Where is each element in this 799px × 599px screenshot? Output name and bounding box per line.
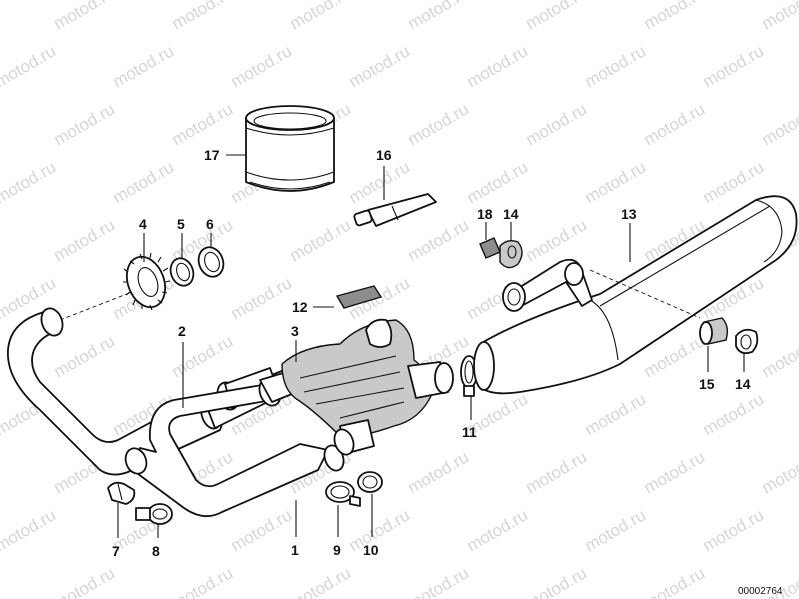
part-8-clip <box>107 481 136 505</box>
callout-11: 11 <box>462 424 477 440</box>
part-18-sleeve <box>245 105 335 192</box>
watermark-text: motod.ru <box>51 99 119 149</box>
watermark-text: motod.ru <box>523 99 591 149</box>
callout-6: 6 <box>206 216 214 232</box>
assembly-line-right <box>589 269 701 319</box>
callout-10: 10 <box>363 542 379 558</box>
watermark-text: motod.ru <box>523 447 591 497</box>
part-14-grommet-right <box>735 328 759 355</box>
part-17-paste-tube <box>353 193 437 227</box>
callout-14-top: 14 <box>503 206 519 222</box>
watermark-text: motod.ru <box>641 563 709 599</box>
watermark-text: motod.ru <box>759 99 799 149</box>
watermark-text: motod.ru <box>228 505 296 555</box>
watermark-text: motod.ru <box>110 157 178 207</box>
part-4-spring-washer <box>123 252 171 311</box>
watermark-text: motod.ru <box>405 447 473 497</box>
watermark-text: motod.ru <box>641 0 709 33</box>
document-number: 00002764 <box>738 586 783 597</box>
watermark-text: motod.ru <box>51 331 119 381</box>
watermark-text: motod.ru <box>287 215 355 265</box>
part-9-clamp <box>325 481 361 507</box>
watermark-text: motod.ru <box>759 447 799 497</box>
part-16-bushing <box>479 237 501 259</box>
callout-14-right: 14 <box>735 376 751 392</box>
watermark-text: motod.ru <box>0 157 59 207</box>
watermark-text: motod.ru <box>228 273 296 323</box>
watermark-text: motod.ru <box>523 563 591 599</box>
callout-9: 9 <box>333 542 341 558</box>
watermark-text: motod.ru <box>346 41 414 91</box>
part-7-clamp <box>135 503 173 525</box>
callout-3: 3 <box>291 323 299 339</box>
callout-16: 18 <box>477 206 493 222</box>
watermark-text: motod.ru <box>169 0 237 33</box>
watermark-text: motod.ru <box>759 0 799 33</box>
callout-5: 5 <box>177 216 185 232</box>
watermark-text: motod.ru <box>523 215 591 265</box>
assembly-line-left <box>59 291 133 321</box>
watermark-text: motod.ru <box>405 563 473 599</box>
watermark-text: motod.ru <box>0 41 59 91</box>
watermark-text: motod.ru <box>169 99 237 149</box>
watermark-text: motod.ru <box>287 563 355 599</box>
part-10-sleeve <box>357 471 383 493</box>
watermark-text: motod.ru <box>641 447 709 497</box>
watermark-text: motod.ru <box>582 389 650 439</box>
watermark-text: motod.ru <box>110 41 178 91</box>
watermark-text: motod.ru <box>51 0 119 33</box>
watermark-text: motod.ru <box>228 41 296 91</box>
callout-17: 16 <box>376 147 392 163</box>
callout-8: 7 <box>112 543 120 559</box>
part-15-bushing <box>699 317 729 345</box>
parts-drawing <box>7 105 798 525</box>
watermark-text: motod.ru <box>523 0 591 33</box>
callout-7: 8 <box>152 543 160 559</box>
part-3-collector <box>281 318 454 456</box>
watermark-text: motod.ru <box>641 99 709 149</box>
watermark-text: motod.ru <box>287 0 355 33</box>
watermark-text: motod.ru <box>51 563 119 599</box>
callout-1: 1 <box>291 542 299 558</box>
watermark-text: motod.ru <box>759 331 799 381</box>
callout-18: 17 <box>204 147 220 163</box>
watermark-text: motod.ru <box>346 505 414 555</box>
watermark-text: motod.ru <box>0 505 59 555</box>
callout-4: 4 <box>139 216 147 232</box>
watermark-text: motod.ru <box>169 563 237 599</box>
part-5-ring <box>169 257 195 287</box>
callout-15: 15 <box>699 376 715 392</box>
watermark-text: motod.ru <box>405 99 473 149</box>
watermark-text: motod.ru <box>464 505 532 555</box>
watermark-text: motod.ru <box>405 0 473 33</box>
callout-12: 12 <box>292 299 308 315</box>
watermark-text: motod.ru <box>405 215 473 265</box>
watermark-text: motod.ru <box>582 41 650 91</box>
watermark-text: motod.ru <box>582 505 650 555</box>
callout-labels: 17 16 12 4 5 6 2 3 1 9 10 7 8 11 13 18 1… <box>112 147 751 559</box>
callout-13: 13 <box>621 206 637 222</box>
watermark-text: motod.ru <box>582 157 650 207</box>
watermark-text: motod.ru <box>464 41 532 91</box>
part-12-pad <box>335 285 383 309</box>
watermark-text: motod.ru <box>700 505 768 555</box>
part-6-ring <box>197 246 225 278</box>
watermark-text: motod.ru <box>700 41 768 91</box>
part-11-clamp <box>460 355 478 397</box>
watermark-text: motod.ru <box>464 157 532 207</box>
part-14-grommet-top <box>499 239 523 269</box>
part-13-muffler <box>473 195 798 395</box>
watermark-text: motod.ru <box>700 389 768 439</box>
leader-lines <box>117 154 745 538</box>
callout-2: 2 <box>178 323 186 339</box>
watermark-text: motod.ru <box>51 215 119 265</box>
